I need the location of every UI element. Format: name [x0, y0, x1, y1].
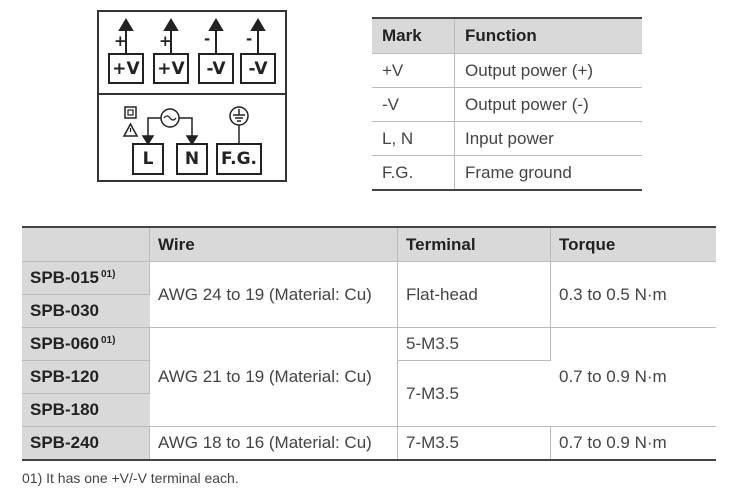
terminal-diagram-drawing	[97, 10, 287, 182]
model-cell: SPB-240	[22, 426, 150, 461]
mark-cell: L, N	[372, 121, 455, 156]
terminal-diagram: + + - - +V +V -V -V L N F.G.	[97, 10, 287, 182]
model-cell: SPB-030	[22, 294, 150, 328]
terminal-cell: Flat-head	[397, 261, 551, 328]
torque-cell: 0.7 to 0.9 N·m	[550, 426, 716, 461]
mark-function-table: Mark Function +V Output power (+) -V Out…	[372, 17, 642, 191]
footnote: 01) It has one +V/-V terminal each.	[22, 470, 239, 486]
terminal-box-4	[240, 53, 276, 84]
wire-cell: AWG 21 to 19 (Material: Cu)	[149, 327, 398, 427]
terminal-header: Terminal	[397, 226, 551, 262]
terminal-label-4: -V	[248, 59, 268, 79]
table-row: +V Output power (+)	[372, 53, 642, 88]
terminal-label-2: +V	[157, 59, 185, 79]
terminal-label-l: L	[142, 149, 154, 169]
table-row: SPB-240 AWG 18 to 16 (Material: Cu) 7-M3…	[22, 426, 716, 461]
wire-header: Wire	[149, 226, 398, 262]
mark-table-header: Mark Function	[372, 17, 642, 54]
wire-cell: AWG 24 to 19 (Material: Cu)	[149, 261, 398, 328]
warning-icon	[122, 122, 139, 137]
terminal-sign-4: -	[246, 30, 253, 48]
model-header	[22, 226, 150, 262]
terminal-box-fg	[216, 143, 262, 175]
terminal-box-l	[132, 143, 164, 175]
table-row: F.G. Frame ground	[372, 155, 642, 191]
terminal-cell: 5-M3.5	[397, 327, 551, 361]
mark-header: Mark	[372, 17, 455, 54]
mark-cell: +V	[372, 53, 455, 88]
table-row: SPB-180	[22, 393, 716, 427]
model-name: SPB-015	[30, 268, 99, 287]
terminal-box-1	[108, 53, 144, 84]
wire-cell: AWG 18 to 16 (Material: Cu)	[149, 426, 398, 461]
torque-header: Torque	[550, 226, 716, 262]
terminal-sign-1: +	[114, 32, 127, 50]
terminal-sign-2: +	[159, 32, 172, 50]
spec-table-header: Wire Terminal Torque	[22, 226, 716, 262]
terminal-sign-3: -	[204, 30, 211, 48]
model-name: SPB-060	[30, 334, 99, 353]
table-row: -V Output power (-)	[372, 87, 642, 122]
terminal-box-3	[198, 53, 234, 84]
terminal-label-3: -V	[206, 59, 226, 79]
terminal-label-n: N	[184, 149, 200, 169]
table-row: L, N Input power	[372, 121, 642, 156]
function-cell: Input power	[454, 121, 642, 156]
torque-cell: 0.3 to 0.5 N·m	[550, 261, 716, 328]
function-header: Function	[454, 17, 642, 54]
model-cell: SPB-120	[22, 360, 150, 394]
terminal-cell: 7-M3.5	[397, 426, 551, 461]
mark-cell: -V	[372, 87, 455, 122]
model-cell: SPB-180	[22, 393, 150, 427]
function-cell: Output power (-)	[454, 87, 642, 122]
mark-cell: F.G.	[372, 155, 455, 191]
terminal-cell: 7-M3.5	[397, 360, 551, 427]
terminal-label-fg: F.G.	[221, 149, 257, 169]
footnote-mark: 01)	[100, 335, 116, 346]
torque-cell: 0.7 to 0.9 N·m	[550, 327, 716, 427]
function-cell: Frame ground	[454, 155, 642, 191]
double-insulation-icon	[124, 106, 137, 119]
terminal-label-1: +V	[112, 59, 140, 79]
table-row: SPB-030	[22, 294, 716, 328]
table-row: SPB-120 7-M3.5	[22, 360, 716, 427]
footnote-mark: 01)	[100, 269, 116, 280]
function-cell: Output power (+)	[454, 53, 642, 88]
